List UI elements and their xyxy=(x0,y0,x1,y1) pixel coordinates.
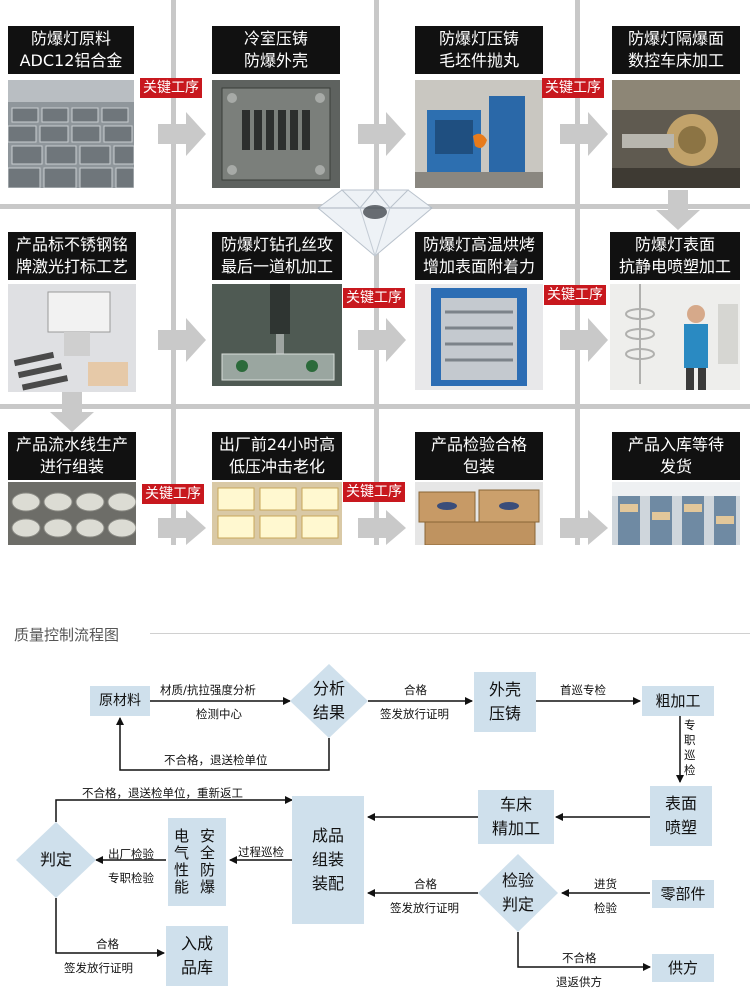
electrical-performance-label: 电 气 性 能 xyxy=(174,827,190,896)
arrow-icon xyxy=(158,510,206,545)
step-photo-aging-test xyxy=(212,482,342,545)
divider xyxy=(150,633,750,634)
label-pass: 合格 xyxy=(404,683,427,697)
node-judge: 判定 xyxy=(39,850,72,869)
qc-section-title: 质量控制流程图 xyxy=(14,626,120,644)
node-inspect-judge: 检验 判定 xyxy=(501,871,534,914)
step-title: 防爆灯钻孔丝攻 最后一道机加工 xyxy=(212,232,342,280)
step-title: 产品标不锈钢铭 牌激光打标工艺 xyxy=(8,232,136,280)
step-photo-assembly-line xyxy=(8,482,136,545)
arrow-down-icon xyxy=(50,392,94,432)
grid-line xyxy=(171,0,176,545)
arrow-icon xyxy=(560,112,608,156)
node-electrical-safety: 电 气 性 能 安 全 防 爆 xyxy=(168,818,226,906)
node-raw-material: 原材料 xyxy=(90,686,150,716)
step-title: 防爆灯隔爆面 数控车床加工 xyxy=(612,26,740,74)
node-supplier: 供方 xyxy=(652,954,714,982)
node-lathe-finishing: 车床 精加工 xyxy=(478,790,554,844)
step-photo-laser-marking xyxy=(8,284,136,392)
step-photo-warehouse xyxy=(612,482,740,545)
key-process-tag: 关键工序 xyxy=(343,288,405,308)
node-shell-casting: 外壳 压铸 xyxy=(474,672,536,732)
step-title: 冷室压铸 防爆外壳 xyxy=(212,26,340,74)
step-title: 产品检验合格 包装 xyxy=(415,432,543,480)
key-process-tag: 关键工序 xyxy=(544,285,606,305)
label-pass: 合格 xyxy=(96,937,119,951)
label-testing-center: 检测中心 xyxy=(196,707,242,721)
label-incoming: 进货 xyxy=(594,877,617,891)
label-special-patrol: 专 职 巡 检 xyxy=(684,718,696,777)
label-fail-return: 不合格，退送检单位 xyxy=(164,753,268,767)
node-surface-spray: 表面 喷塑 xyxy=(650,786,712,846)
label-fail: 不合格 xyxy=(562,951,597,965)
step-title: 产品入库等待 发货 xyxy=(612,432,740,480)
key-process-tag: 关键工序 xyxy=(343,482,405,502)
step-photo-shot-blast-machine xyxy=(415,80,543,188)
step-title: 产品流水线生产 进行组装 xyxy=(8,432,136,480)
step-photo-cnc-lathe xyxy=(612,80,740,188)
node-rough-machining: 粗加工 xyxy=(642,686,714,716)
step-photo-baking-oven xyxy=(415,284,543,390)
label-process-patrol: 过程巡检 xyxy=(238,845,284,859)
grid-line xyxy=(575,0,580,545)
diamond-icon xyxy=(317,189,433,257)
label-fail-rework: 不合格，退送检单位，重新返工 xyxy=(82,786,243,800)
label-special-check: 专职检验 xyxy=(108,871,154,885)
step-photo-die-mold xyxy=(212,80,340,188)
step-title: 出厂前24小时高 低压冲击老化 xyxy=(212,432,342,480)
key-process-tag: 关键工序 xyxy=(542,78,604,98)
label-first-patrol: 首巡专检 xyxy=(560,683,606,697)
node-analysis-result: 分析 结果 xyxy=(312,679,345,722)
arrow-icon xyxy=(158,112,206,156)
node-assembly: 成品 组装 装配 xyxy=(292,796,364,924)
label-material-analysis: 材质/抗拉强度分析 xyxy=(160,683,256,697)
step-title: 防爆灯表面 抗静电喷塑加工 xyxy=(610,232,740,280)
step-title: 防爆灯压铸 毛坯件抛丸 xyxy=(415,26,543,74)
step-title: 防爆灯高温烘烤 增加表面附着力 xyxy=(415,232,543,280)
arrow-icon xyxy=(358,510,406,545)
grid-line xyxy=(374,0,379,545)
safety-explosion-label: 安 全 防 爆 xyxy=(200,827,216,896)
arrow-icon xyxy=(358,112,406,156)
step-photo-aluminum-ingots xyxy=(8,80,134,188)
label-inspection: 检验 xyxy=(594,901,617,915)
step-photo-packaging xyxy=(415,482,543,545)
flowchart-connectors xyxy=(16,664,684,971)
arrow-icon xyxy=(560,318,608,362)
step-photo-drilling-tapping xyxy=(212,284,342,386)
arrow-down-icon xyxy=(656,190,700,230)
key-process-tag: 关键工序 xyxy=(140,78,202,98)
arrow-icon xyxy=(158,318,206,362)
label-release-certificate: 签发放行证明 xyxy=(380,707,449,721)
step-title: 防爆灯原料 ADC12铝合金 xyxy=(8,26,134,74)
label-pass: 合格 xyxy=(414,877,437,891)
node-warehouse: 入成 品库 xyxy=(166,926,228,986)
label-release-certificate: 签发放行证明 xyxy=(64,961,133,975)
arrow-icon xyxy=(358,318,406,362)
key-process-tag: 关键工序 xyxy=(142,484,204,504)
label-factory-check: 出厂检验 xyxy=(108,847,154,861)
label-return-supplier: 退返供方 xyxy=(556,975,602,989)
node-parts: 零部件 xyxy=(652,880,714,908)
arrow-icon xyxy=(560,510,608,545)
step-photo-spray-coating xyxy=(610,284,740,390)
label-release-certificate: 签发放行证明 xyxy=(390,901,459,915)
